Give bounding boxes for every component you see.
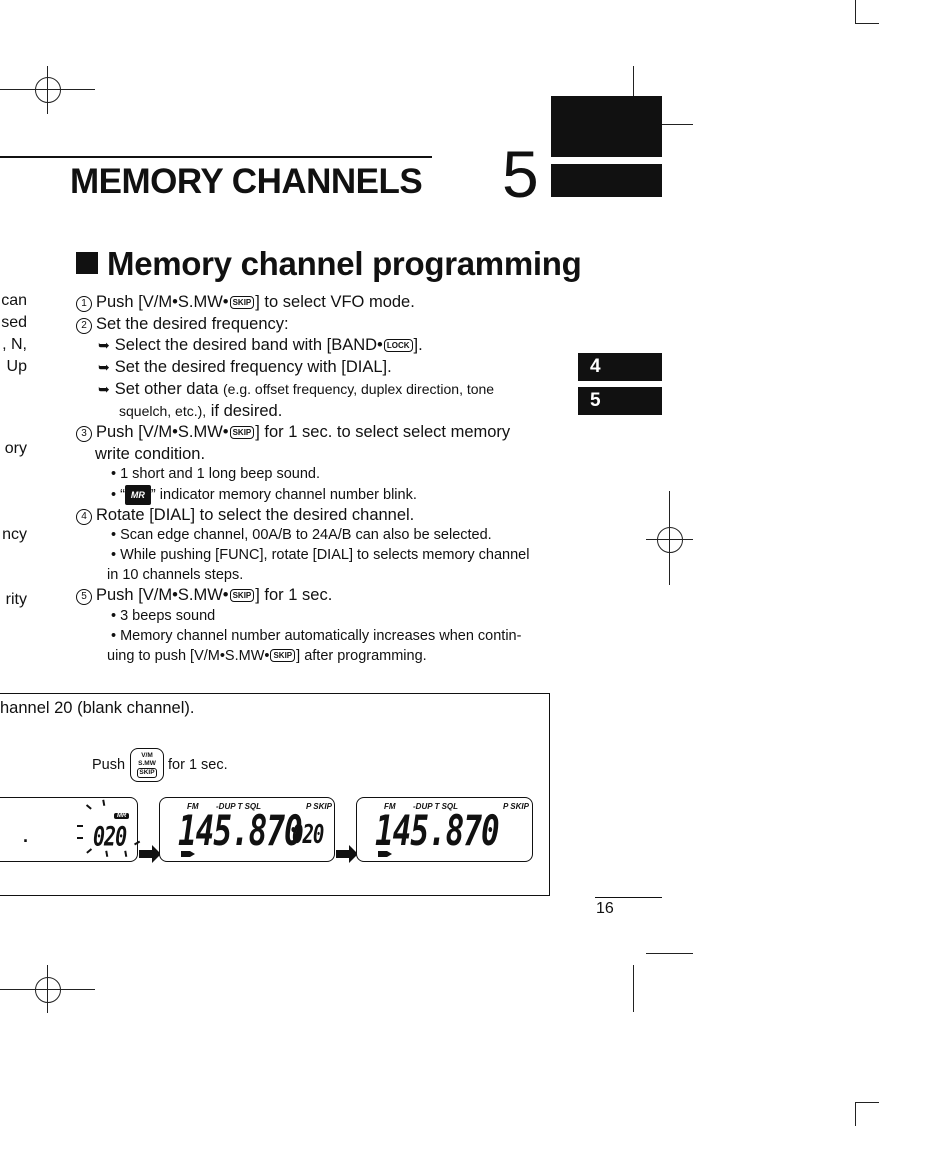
chapter-number: 5 (502, 137, 539, 211)
mr-indicator-icon: MR (124, 485, 151, 505)
crop-mark (646, 953, 693, 954)
push-label: Push (92, 757, 126, 773)
note-3-beeps: •3 beeps sound (111, 608, 216, 624)
lcd-pskip-indicator: P SKIP (306, 802, 332, 811)
arrow-right-icon (336, 845, 358, 863)
left-column-fragment: can (1, 292, 27, 309)
step-3-cont: write condition. (95, 445, 206, 463)
chapter-rule (0, 156, 432, 158)
blink-mark (77, 825, 83, 827)
lcd-display-1: . MR 020 (0, 797, 140, 862)
note-mr-blink: •“MR” indicator memory channel number bl… (111, 485, 417, 505)
crop-mark (855, 0, 856, 24)
lcd-channel-number: 020 (93, 820, 127, 853)
arrow-right-icon (139, 845, 161, 863)
side-tab-4: 4 (578, 353, 662, 381)
page-number: 16 (596, 900, 614, 917)
figure-caption: hannel 20 (blank channel). (0, 699, 195, 717)
blink-mark (102, 799, 106, 806)
example-figure (0, 693, 550, 896)
section-title-text: Memory channel programming (107, 245, 582, 282)
chapter-block-bottom (551, 164, 662, 197)
left-column-fragment: sed (1, 314, 27, 331)
lcd-pskip-indicator: P SKIP (503, 802, 529, 811)
registration-circle (657, 527, 683, 553)
step-number: 3 (76, 426, 92, 442)
registration-circle (35, 977, 61, 1003)
blink-mark (86, 804, 92, 810)
lcd-duplex-indicator: -DUP T SQL (216, 802, 262, 811)
left-column-fragment: ncy (2, 526, 27, 543)
crop-mark (646, 124, 693, 125)
left-column-fragment: Up (6, 358, 27, 375)
mr-indicator-icon: MR (114, 813, 130, 819)
substep-other-data-cont: squelch, etc.), if desired. (119, 402, 283, 420)
arrow-bullet-icon: ➥ (98, 337, 110, 353)
lcd-dot: . (23, 826, 29, 846)
blink-mark (124, 850, 128, 857)
push-duration: for 1 sec. (168, 757, 228, 773)
step-number: 4 (76, 509, 92, 525)
crop-mark (855, 1102, 879, 1103)
substep-frequency: ➥Set the desired frequency with [DIAL]. (98, 358, 392, 376)
step-number: 1 (76, 296, 92, 312)
lcd-display-3: FM -DUP T SQL P SKIP 145.870 (356, 797, 533, 862)
note-beep: •1 short and 1 long beep sound. (111, 466, 321, 482)
registration-circle (35, 77, 61, 103)
chapter-title: MEMORY CHANNELS (70, 162, 423, 201)
left-column-fragment: , N, (2, 336, 27, 353)
note-scan-edge: •Scan edge channel, 00A/B to 24A/B can a… (111, 527, 492, 543)
arrow-bullet-icon: ➥ (98, 359, 110, 375)
note-func-cont: in 10 channels steps. (107, 567, 244, 583)
section-title: Memory channel programming (76, 245, 582, 283)
lcd-frequency: 145.870 (375, 807, 500, 856)
chapter-block-top (551, 96, 662, 157)
lcd-duplex-indicator: -DUP T SQL (413, 802, 459, 811)
step-number: 2 (76, 318, 92, 334)
lcd-channel-number: 020 (292, 820, 324, 850)
lock-key-icon: LOCK (383, 339, 413, 352)
side-tab-5: 5 (578, 387, 662, 415)
note-auto-increase: •Memory channel number automatically inc… (111, 628, 522, 644)
substep-other-data: ➥Set other data (e.g. offset frequency, … (98, 380, 495, 398)
note-auto-increase-cont: uing to push [V/M•S.MW•SKIP] after progr… (107, 648, 427, 664)
skip-key-icon: SKIP (229, 589, 255, 602)
crop-mark (633, 965, 634, 1012)
blink-mark (77, 837, 83, 839)
skip-key-icon: SKIP (270, 649, 296, 662)
battery-icon (181, 851, 195, 857)
note-func: •While pushing [FUNC], rotate [DIAL] to … (111, 547, 530, 563)
crop-mark (633, 66, 634, 112)
crop-mark (855, 23, 879, 24)
lcd-frequency: 145.870 (178, 807, 303, 856)
step-number: 5 (76, 589, 92, 605)
square-bullet-icon (76, 252, 98, 274)
left-column-fragment: ory (4, 440, 27, 457)
substep-band: ➥Select the desired band with [BAND•LOCK… (98, 336, 423, 354)
left-column-fragment: rity (5, 591, 27, 608)
lcd-mode-indicator: FM (187, 802, 199, 811)
vm-smw-skip-key-icon: V/M S.MW SKIP (130, 748, 164, 782)
blink-mark (86, 848, 92, 854)
battery-icon (378, 851, 392, 857)
skip-key-icon: SKIP (229, 426, 255, 439)
lcd-display-2: FM -DUP T SQL P SKIP 145.870 020 (159, 797, 335, 862)
lcd-mode-indicator: FM (384, 802, 396, 811)
crop-mark (855, 1102, 856, 1126)
page-number-rule (595, 897, 662, 898)
skip-key-icon: SKIP (229, 296, 255, 309)
arrow-bullet-icon: ➥ (98, 381, 110, 397)
